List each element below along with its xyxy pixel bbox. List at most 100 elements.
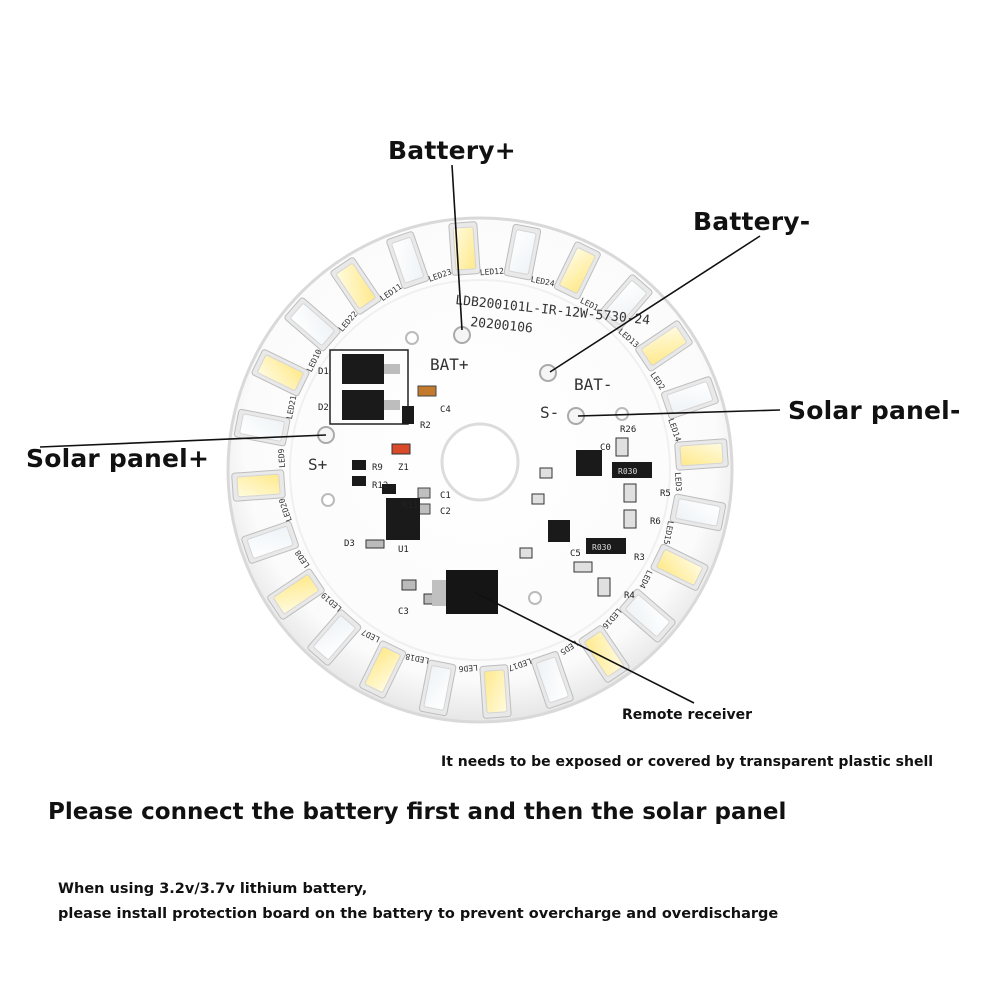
led-chip	[251, 349, 310, 397]
note-lithium-line2: please install protection board on the b…	[58, 906, 779, 922]
led-chip	[448, 221, 481, 276]
led-label: LED9	[277, 448, 287, 468]
component-label: R12	[372, 481, 388, 491]
led-chip	[359, 640, 407, 699]
callout-battery-minus: Battery-	[693, 207, 811, 236]
led-chip	[578, 625, 630, 683]
pad-bat-minus	[539, 364, 557, 382]
diode-d1-lead	[384, 364, 400, 374]
resistor-r030-b	[586, 538, 626, 554]
pad-label-bat-minus: BAT-	[574, 375, 613, 394]
leader-battery-minus	[549, 235, 761, 373]
component-label: R11	[402, 501, 418, 511]
resistor-small	[531, 493, 545, 505]
component-label: C1	[440, 491, 451, 501]
component-label: D1	[318, 367, 329, 377]
component-label: R4	[624, 591, 635, 601]
note-lithium-line1: When using 3.2v/3.7v lithium battery,	[58, 881, 368, 897]
led-chip	[479, 664, 512, 719]
led-chip	[635, 320, 693, 372]
led-chip	[284, 297, 341, 352]
component-label: C2	[440, 507, 451, 517]
chip-u1	[386, 498, 420, 540]
center-hole	[440, 422, 520, 502]
mount-hole	[528, 591, 542, 605]
resistor-r12	[352, 476, 366, 486]
component-label: R5	[660, 489, 671, 499]
led-chip	[650, 543, 709, 591]
resistor-d3	[365, 539, 385, 549]
resistor-r5	[623, 483, 637, 503]
led-chip	[307, 609, 362, 666]
resistor-marking: R030	[618, 467, 637, 476]
led-chip	[530, 651, 574, 709]
led-chip	[553, 241, 601, 300]
resistor-marking: R030	[592, 543, 611, 552]
component-label: Z1	[398, 463, 409, 473]
led-chip	[619, 588, 676, 643]
component-label: R6	[650, 517, 661, 527]
zener-z1	[391, 443, 411, 455]
led-chip	[674, 438, 729, 471]
board-date-text: 20200106	[470, 315, 534, 336]
transistor-q1	[576, 450, 602, 476]
component-label: D3	[344, 539, 355, 549]
component-label: R9	[372, 463, 383, 473]
led-label: LED12	[479, 267, 504, 278]
callout-battery-plus: Battery+	[388, 136, 516, 165]
led-chip	[661, 376, 719, 420]
leader-remote-receiver	[473, 591, 695, 704]
led-label: LED6	[458, 663, 478, 673]
transistor-q2	[548, 520, 570, 542]
component-label: U1	[398, 545, 409, 555]
pad-label-solar-plus: S+	[308, 455, 327, 474]
component-label: C5	[570, 549, 581, 559]
component-label: D2	[318, 403, 329, 413]
resistor-r6	[623, 509, 637, 529]
callout-remote-receiver: Remote receiver	[622, 707, 753, 723]
mount-hole	[405, 331, 419, 345]
resistor-small	[539, 467, 553, 479]
diode-d2	[342, 390, 384, 420]
led-ring: LED12LED24LED1LED13LED2LED14LED3LED15LED…	[231, 221, 729, 719]
note-connect-order: Please connect the battery first and the…	[48, 799, 787, 825]
leader-solar-minus	[577, 409, 781, 417]
pad-label-solar-minus: S-	[540, 403, 559, 422]
leader-solar-plus	[39, 434, 327, 448]
led-chip	[267, 568, 325, 620]
component-label: R3	[634, 553, 645, 563]
led-chip	[241, 520, 299, 564]
capacitor-c4	[417, 385, 437, 397]
component-label: C3	[398, 607, 409, 617]
resistor-r11	[382, 484, 396, 494]
led-chip	[330, 257, 382, 315]
capacitor-c3	[401, 579, 417, 591]
ir-receiver-leads	[432, 580, 446, 606]
leader-battery-plus	[451, 164, 463, 331]
resistor-r26	[615, 437, 629, 457]
component-label: C0	[600, 443, 611, 453]
resistor-r3	[573, 561, 593, 573]
diode-d1	[342, 354, 384, 384]
capacitor-c1	[417, 487, 431, 499]
callout-shell-note: It needs to be exposed or covered by tra…	[441, 754, 934, 770]
led-chip	[231, 469, 286, 502]
resistor-r9	[352, 460, 366, 470]
diode-d2-lead	[384, 400, 400, 410]
led-chip	[386, 231, 430, 289]
mount-hole	[321, 493, 335, 507]
pcb-inner-ring	[289, 279, 671, 661]
resistor-r4	[597, 577, 611, 597]
led-chip	[503, 223, 542, 281]
led-label: LED3	[673, 472, 683, 492]
component-label: R26	[620, 425, 636, 435]
led-chip	[669, 493, 727, 532]
resistor-r2	[402, 406, 414, 424]
callout-solar-plus: Solar panel+	[26, 444, 210, 473]
pad-label-bat-plus: BAT+	[430, 355, 469, 374]
resistor-small	[519, 547, 533, 559]
led-chip	[598, 274, 653, 331]
diode-frame	[329, 349, 409, 425]
